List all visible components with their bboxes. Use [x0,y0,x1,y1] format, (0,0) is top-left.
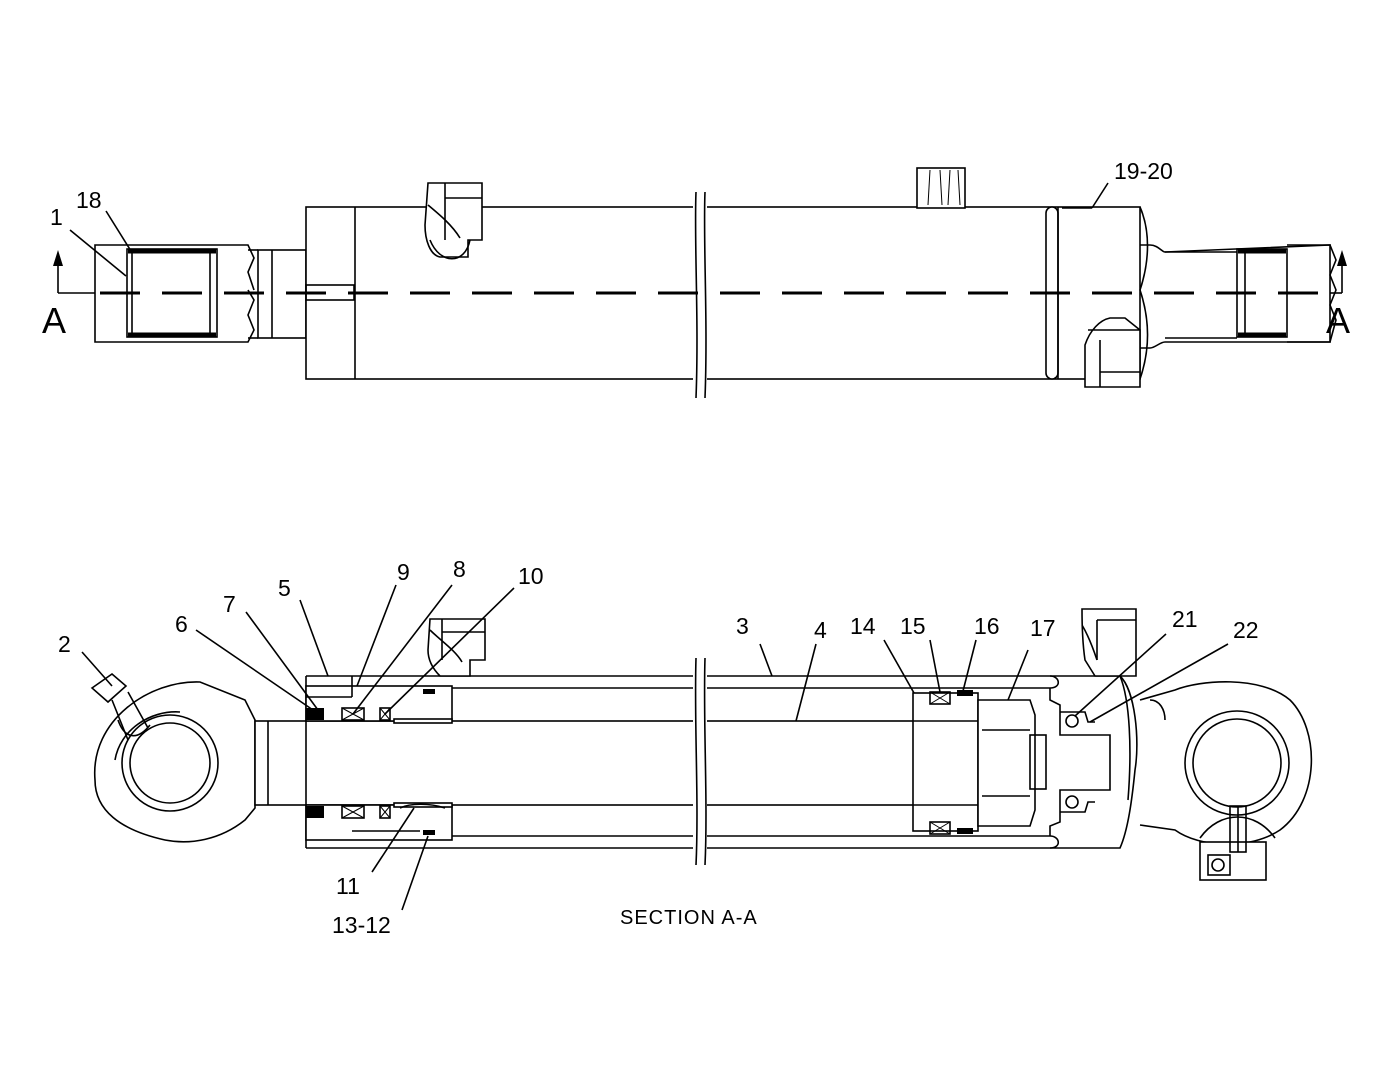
callout-13-12: 13-12 [332,912,391,938]
leader-6 [195,629,314,711]
section-break-left [694,657,698,866]
left-rod-eye [94,681,256,843]
leader-13-12 [401,835,429,911]
section-break-right [703,657,707,866]
leader-10 [384,587,515,715]
left-rod-end-upper [94,244,255,291]
leader-11 [371,807,415,873]
leader-4 [795,643,817,722]
callout-19-20: 19-20 [1114,158,1173,184]
section-marker-left: A [42,300,66,341]
leader-8 [352,584,453,715]
piston-nut [977,699,1036,827]
piston-seal-lower [929,821,951,835]
check-ball-21 [1065,714,1079,728]
leader-16 [962,639,977,692]
top-port-left [424,182,483,258]
callout-14: 14 [850,613,876,639]
right-eye-bore-outer [1184,710,1290,816]
section-port-right [1081,608,1137,677]
callout-7: 7 [223,591,236,617]
section-port-left [427,618,486,677]
callout-5: 5 [278,575,291,601]
callout-15: 15 [900,613,926,639]
callout-16: 16 [974,613,1000,639]
callout-22: 22 [1233,617,1259,643]
barrel-break-right [703,191,707,399]
left-rod-end-lower [94,289,255,343]
piston [912,692,979,832]
leader-18 [105,210,132,252]
leader-9 [356,584,397,687]
rod-seal-upper [341,707,365,721]
piston-rod [254,720,916,806]
leader-14 [883,639,915,694]
callout-4: 4 [814,617,827,643]
bottom-port-right [1084,317,1141,388]
callout-21: 21 [1172,606,1198,632]
leader-19-20 [1091,182,1109,209]
callout-10: 10 [518,563,544,589]
leader-22 [1089,643,1229,723]
rod-seal-lower [341,805,365,819]
callout-3: 3 [736,613,749,639]
buffer-seal-upper [379,707,391,721]
leader-17 [1007,649,1029,701]
leader-21 [1074,633,1167,717]
section-title: SECTION A-A [620,907,758,929]
callout-2: 2 [58,631,71,657]
leader-7 [245,611,319,711]
callout-11: 11 [336,873,360,899]
leader-5 [299,599,329,677]
leader-1 [69,229,127,277]
leader-3 [759,643,773,677]
barrel-break-left [694,191,698,399]
callout-1: 1 [50,204,63,230]
section-view: 2 6 7 5 9 8 10 3 4 14 15 16 17 21 22 11 … [58,556,1313,938]
right-eye-bore-inner [1192,718,1282,808]
buffer-seal-lower [379,805,391,819]
callout-9: 9 [397,559,410,585]
leader-2 [81,651,113,687]
grease-fitting-left [90,672,128,704]
leader-15 [929,639,941,693]
section-marker-right: A [1326,300,1350,341]
callout-8: 8 [453,556,466,582]
left-eye-bore-outer [121,714,219,812]
callout-6: 6 [175,611,188,637]
left-eye-bore-inner [129,722,211,804]
top-view: A A 1 18 19-20 [42,158,1350,399]
callout-18: 18 [76,187,102,213]
callout-17: 17 [1030,615,1056,641]
